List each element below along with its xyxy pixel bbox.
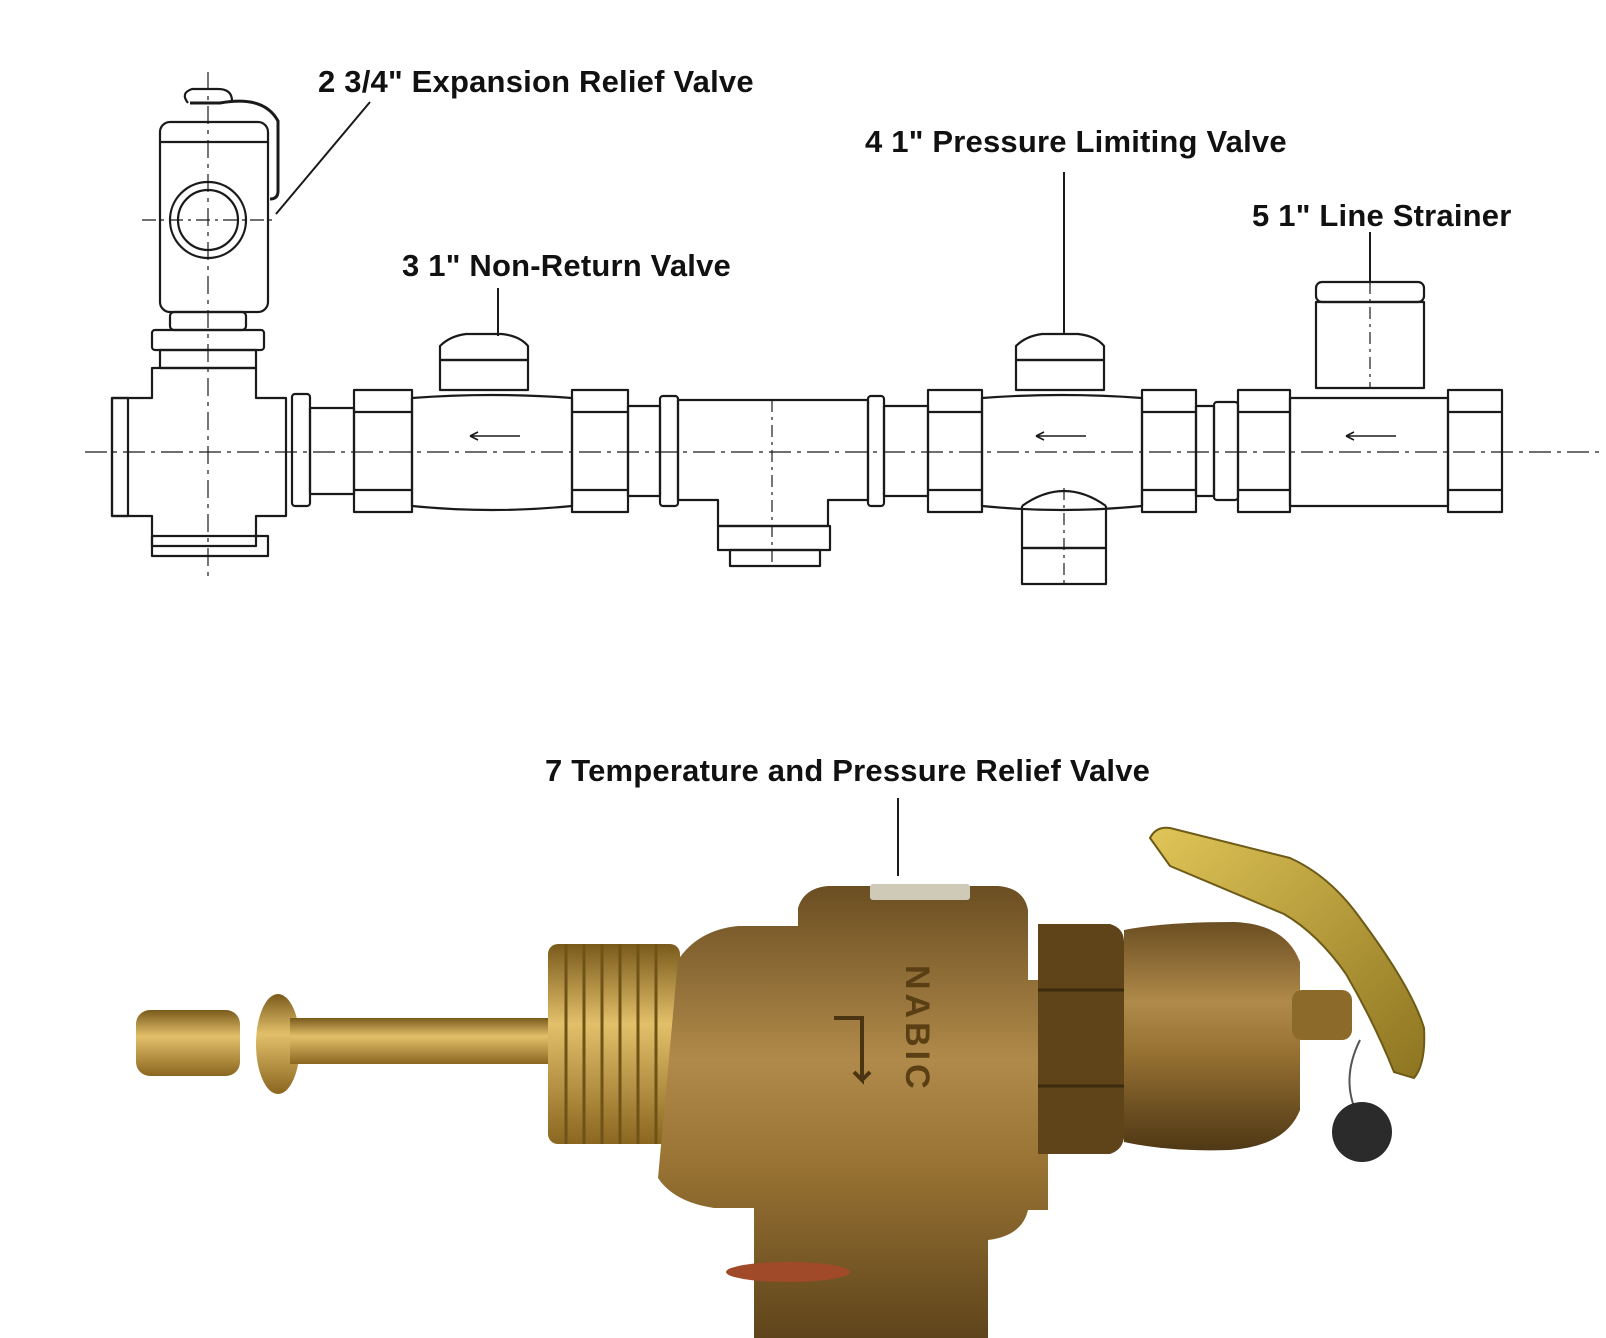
bonnet — [1124, 922, 1300, 1151]
pipe-assembly-drawing — [85, 72, 1600, 586]
seal-tag — [1332, 1102, 1392, 1162]
valve-body — [658, 886, 1048, 1338]
probe-tip — [136, 1010, 240, 1076]
line-strainer-drawing — [1236, 280, 1504, 514]
body-marking: NABIC — [898, 965, 936, 1093]
thread-lines — [564, 944, 658, 1144]
label-line-strainer: 5 1" Line Strainer — [1252, 198, 1512, 233]
expansion-relief-valve-drawing — [110, 72, 288, 580]
leader-line-2 — [275, 101, 371, 215]
flow-arrow-icon — [834, 1016, 872, 1085]
threaded-inlet — [548, 944, 680, 1144]
label-expansion-relief-valve: 2 3/4" Expansion Relief Valve — [318, 64, 754, 99]
label-plate — [870, 884, 970, 900]
lever-pin — [1292, 990, 1352, 1040]
tee-fitting-drawing — [676, 398, 870, 568]
label-non-return-valve: 3 1" Non-Return Valve — [402, 248, 731, 283]
label-tp-relief-valve: 7 Temperature and Pressure Relief Valve — [545, 753, 1151, 788]
hex-nut — [1038, 924, 1124, 1154]
outlet-port — [726, 1262, 850, 1282]
non-return-valve-drawing — [352, 332, 630, 514]
probe-collar — [256, 994, 300, 1094]
probe-stem — [290, 1018, 552, 1064]
pressure-limiting-valve-drawing — [926, 332, 1198, 586]
lever-handle — [1148, 826, 1426, 1080]
label-pressure-limiting-valve: 4 1" Pressure Limiting Valve — [865, 124, 1287, 159]
